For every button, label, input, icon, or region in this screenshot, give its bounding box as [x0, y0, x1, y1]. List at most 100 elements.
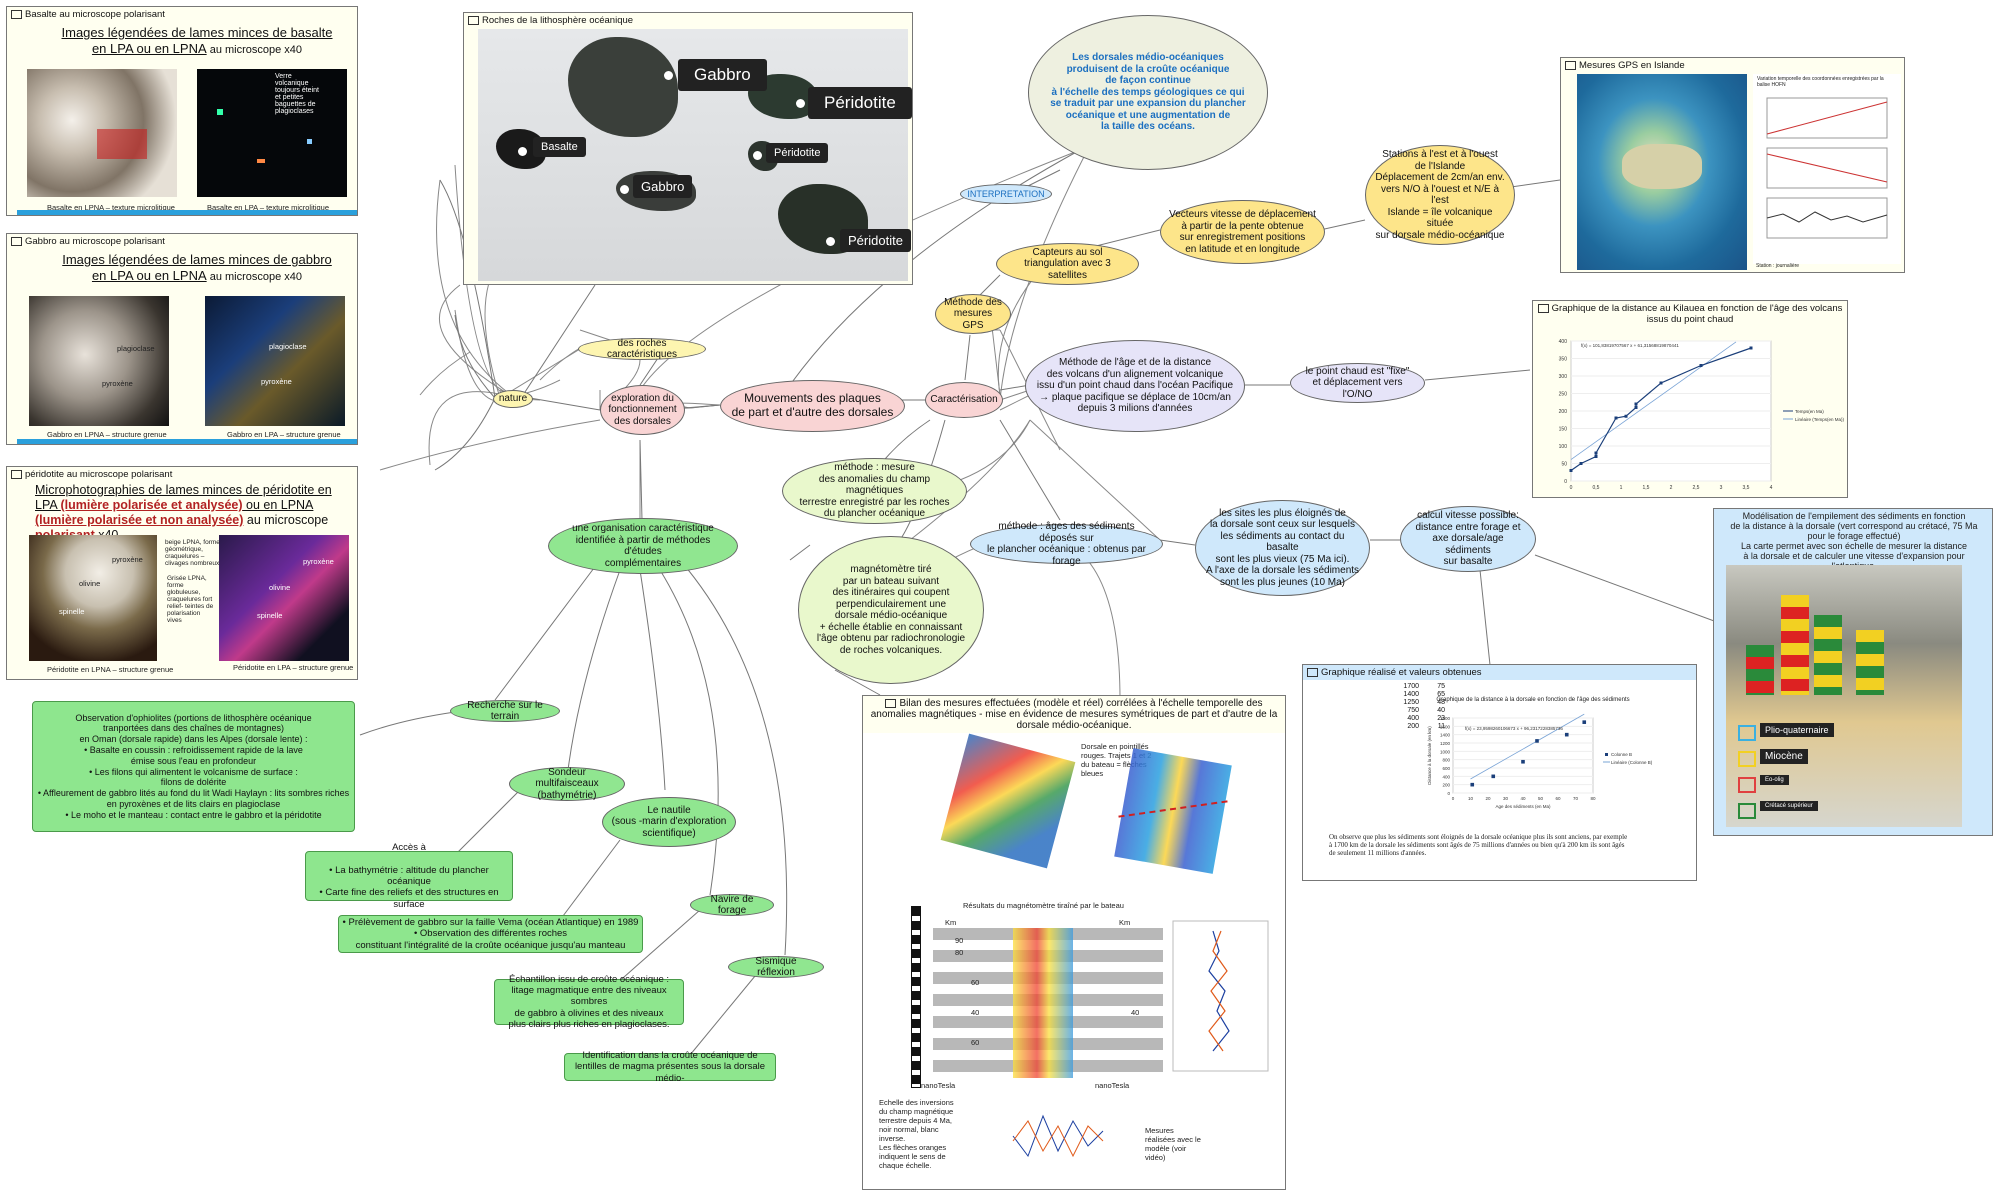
- gabbro-lpa-caption: Gabbro en LPA – structure grenue: [227, 430, 341, 439]
- trendline: [1570, 341, 1737, 460]
- vecteurs-node[interactable]: Vecteurs vitesse de déplacement à partir…: [1160, 200, 1325, 264]
- exploration-node[interactable]: exploration du fonctionnement des dorsal…: [600, 385, 685, 435]
- methode-gps-node[interactable]: Méthode des mesures GPS: [935, 294, 1011, 334]
- peridotite-lpna-pyroxene: pyroxène: [112, 555, 143, 564]
- block-stack-4: [1856, 630, 1884, 695]
- marker-dot: [620, 185, 629, 194]
- capteurs-node[interactable]: Capteurs au sol triangulation avec 3 sat…: [996, 243, 1139, 285]
- stations-node[interactable]: Stations à l'est et à l'ouest de l'Islan…: [1365, 145, 1515, 245]
- gps-chart-panel: Variation temporelle des coordonnées enr…: [1753, 74, 1901, 264]
- km-left: Km: [945, 918, 957, 927]
- methode-age-node[interactable]: Méthode de l'âge et de la distance des v…: [1025, 340, 1245, 432]
- data-point: [1535, 739, 1539, 743]
- data-point: [1470, 782, 1475, 787]
- data-point: [1634, 406, 1638, 409]
- organisation-node[interactable]: une organisation caractéristique identif…: [548, 518, 738, 574]
- y-tick-label: 200: [1559, 409, 1568, 415]
- caracterisation-node[interactable]: Caractérisation: [925, 382, 1003, 418]
- sites-node[interactable]: les sites les plus éloignés de la dorsal…: [1195, 500, 1370, 596]
- y-tick-label: 250: [1559, 392, 1568, 398]
- y-tick-label: 400: [1559, 339, 1568, 345]
- data-point: [1491, 774, 1496, 779]
- model-sediment-box: Modélisation de l'empilement des sédimen…: [1713, 508, 1993, 836]
- data-point: [1569, 469, 1573, 472]
- label-peridotite: Péridotite: [808, 87, 912, 119]
- basalte-lpna-caption: Basalte en LPNA – texture microlitique: [47, 203, 175, 212]
- table-row: 1250 48: [1393, 699, 1445, 707]
- x-tick-label: 0: [1570, 485, 1573, 491]
- y-tick-label: 100: [1559, 444, 1568, 450]
- x-tick-label: 2,5: [1693, 485, 1700, 491]
- basalte-lpa-label: Verre volcanique toujours éteint et peti…: [275, 73, 319, 115]
- x-tick-label: 70: [1573, 796, 1579, 801]
- peridotite-lpa-caption: Péridotite en LPA – structure grenue: [233, 663, 354, 672]
- peridotite-lpna-image: [29, 535, 157, 661]
- roches-caracteristiques-node[interactable]: des roches caractéristiques: [578, 338, 706, 360]
- methode-sed-node[interactable]: méthode : âges des sédiments déposés sur…: [970, 521, 1163, 567]
- block-stack-3: [1746, 645, 1774, 695]
- forage-node[interactable]: Navire de forage: [690, 894, 774, 916]
- bilan-magnetique-box: Bilan des mesures effectuées (modèle et …: [862, 695, 1286, 1190]
- table-cell: 75: [1437, 683, 1445, 690]
- data-point: [1564, 732, 1569, 737]
- legend-cret: Crétacé supérieur: [1760, 801, 1818, 811]
- calcul-node[interactable]: calcul vitesse possible: distance entre …: [1400, 506, 1536, 572]
- methode-mag-node[interactable]: méthode : mesure des anomalies du champ …: [782, 458, 967, 524]
- table-cell: 400: [1407, 715, 1419, 722]
- image-icon: [1565, 60, 1576, 70]
- gabbro-lpna-pyro-label: pyroxène: [102, 379, 133, 388]
- x-tick-label: 50: [1538, 796, 1544, 801]
- x-tick-label: 1: [1620, 485, 1623, 491]
- table-cell: 40: [1437, 707, 1445, 714]
- y-tick-label: 0: [1447, 791, 1450, 796]
- x-tick-label: 10: [1468, 796, 1474, 801]
- gabbro-lpna-plag-label: plagioclase: [117, 344, 155, 353]
- table-cell: 48: [1437, 699, 1445, 706]
- km-right: Km: [1119, 918, 1131, 927]
- legend-plio: Plio-quaternaire: [1760, 723, 1834, 737]
- gabbro-box-title: Gabbro au microscope polarisant: [7, 234, 357, 249]
- y-tick-label: 1800: [1440, 716, 1451, 721]
- y-tick-label: 200: [1442, 783, 1450, 788]
- point-chaud-node[interactable]: le point chaud est "fixe" et déplacement…: [1290, 363, 1425, 403]
- x-tick-label: 3,5: [1743, 485, 1750, 491]
- equation-label: f(x) = 101,83819707567 x + 61,3156881987…: [1581, 343, 1679, 348]
- peridotite-microscope-box: péridotite au microscope polarisant Micr…: [6, 466, 358, 680]
- sondeur-node[interactable]: Sondeur multifaisceaux (bathymétrie): [509, 767, 625, 801]
- chart-title: Graphique de la distance à la dorsale en…: [1436, 697, 1629, 703]
- table-cell: 200: [1407, 723, 1419, 730]
- table-cell: 750: [1407, 707, 1419, 714]
- terrain-node[interactable]: Recherche sur le terrain: [450, 700, 560, 722]
- y-tick-label: 300: [1559, 374, 1568, 380]
- label-peridotite-2: Péridotite: [766, 143, 829, 163]
- tick-right-40: 40: [1131, 1008, 1140, 1017]
- mag-profile-chart: [1172, 920, 1269, 1072]
- x-tick-label: 20: [1485, 796, 1491, 801]
- magnetic-map-2: [1114, 748, 1232, 874]
- legend-label: Colonne B: [1611, 752, 1632, 757]
- interpretation-node[interactable]: INTERPRETATION: [960, 184, 1052, 204]
- x-tick-label: 60: [1555, 796, 1561, 801]
- magnetometre-node[interactable]: magnétomètre tiré par un bateau suivant …: [798, 536, 984, 684]
- table-cell: 23: [1437, 715, 1445, 722]
- marker-dot: [826, 237, 835, 246]
- sed-box-title: Graphique réalisé et valeurs obtenues: [1303, 665, 1696, 680]
- legend-eo-box: [1738, 777, 1756, 793]
- legend-label: Linéaire (Temps(en Ma)): [1795, 417, 1845, 422]
- basalte-lpna-image: [27, 69, 177, 197]
- legend-mio: Miocène: [1760, 749, 1808, 764]
- table-cell: 1250: [1403, 699, 1419, 706]
- roches-box-title: Roches de la lithosphère océanique: [464, 13, 912, 28]
- nautile-node[interactable]: Le nautile (sous -marin d'exploration sc…: [602, 797, 736, 847]
- image-icon: [11, 469, 22, 479]
- sismique-node[interactable]: Sismique réflexion: [728, 956, 824, 978]
- marker-dot: [753, 151, 762, 160]
- central-node[interactable]: Mouvements des plaques de part et d'autr…: [720, 380, 905, 432]
- gabbro-lpa-image: [205, 296, 345, 426]
- data-point: [1614, 416, 1618, 420]
- nature-node[interactable]: nature: [493, 390, 533, 408]
- label-peridotite-3: Péridotite: [840, 229, 911, 252]
- tick-60: 60: [971, 978, 980, 987]
